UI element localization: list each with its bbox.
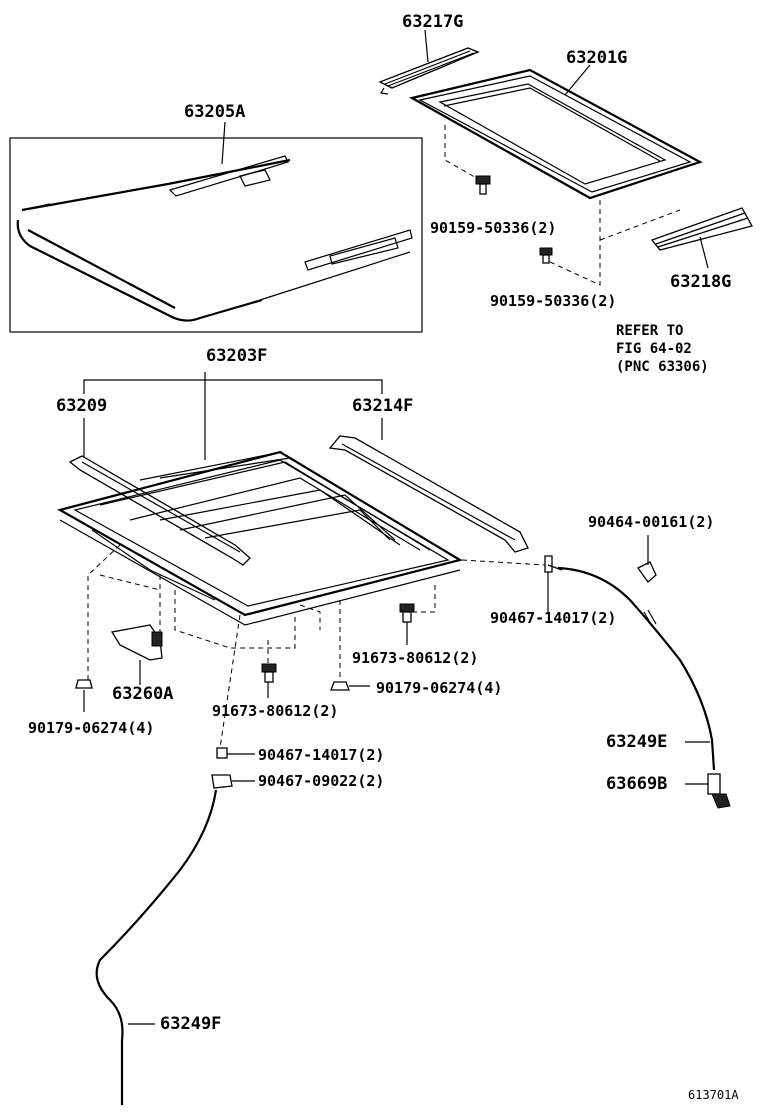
label-91673-right: 91673-80612(2) xyxy=(352,649,479,667)
label-63201g: 63201G xyxy=(566,48,628,68)
wind-deflector-63209 xyxy=(68,455,251,566)
label-63217g: 63217G xyxy=(402,12,464,32)
lead-line xyxy=(549,240,601,286)
refer-note-line1: REFER TO xyxy=(616,323,684,339)
refer-note: REFER TO FIG 64-02 (PNC 63306) xyxy=(616,322,709,376)
assembly-box-63205a xyxy=(9,137,423,333)
lead-line xyxy=(99,574,161,591)
nut-90179-left xyxy=(75,679,93,712)
label-63205a: 63205A xyxy=(184,102,246,122)
lead-line xyxy=(174,590,296,649)
drain-fitting-63669b xyxy=(685,773,731,809)
label-90179-right: 90179-06274(4) xyxy=(376,679,503,697)
label-90159-upper: 90159-50336(2) xyxy=(430,219,557,237)
clamp-90467-right xyxy=(544,555,553,612)
clamp-90467-09022 xyxy=(211,774,255,789)
lead-line xyxy=(444,125,481,181)
label-63214f: 63214F xyxy=(352,396,414,416)
clamp-90467-14017-left xyxy=(216,747,255,759)
label-63260a: 63260A xyxy=(112,684,174,704)
label-90467-right: 90467-14017(2) xyxy=(490,609,617,627)
trim-strip-63217g xyxy=(378,29,480,95)
bolt-90159-upper xyxy=(475,175,491,195)
label-63218g: 63218G xyxy=(670,272,732,292)
lead-line xyxy=(219,614,241,749)
sunroof-housing-63203f xyxy=(57,450,463,626)
label-90179-left: 90179-06274(4) xyxy=(28,719,155,737)
drive-cable-assembly-63205a xyxy=(16,121,413,322)
trim-strip-63218g xyxy=(650,207,753,269)
lead-line xyxy=(410,585,436,613)
label-90159-lower: 90159-50336(2) xyxy=(490,292,617,310)
figure-id: 613701A xyxy=(688,1088,739,1102)
nut-90179-right xyxy=(330,681,370,691)
bolt-90159-lower xyxy=(539,247,553,264)
screw-91673-right xyxy=(399,603,415,645)
lead-line xyxy=(461,559,546,566)
sunroof-motor-63260a xyxy=(110,624,163,685)
lead-line xyxy=(87,544,121,680)
label-63249f: 63249F xyxy=(160,1014,222,1034)
clip-90464 xyxy=(637,535,657,583)
refer-note-line3: (PNC 63306) xyxy=(616,359,709,375)
lead-line xyxy=(299,604,321,630)
label-90467-09022: 90467-09022(2) xyxy=(258,772,385,790)
label-90464: 90464-00161(2) xyxy=(588,513,715,531)
label-63669b: 63669B xyxy=(606,774,668,794)
leader-bracket-63203f xyxy=(83,372,383,460)
label-90467-14017-left: 90467-14017(2) xyxy=(258,746,385,764)
drain-hose-63249e xyxy=(547,564,716,771)
refer-note-line2: FIG 64-02 xyxy=(616,341,692,357)
label-63209: 63209 xyxy=(56,396,108,416)
side-rail-63214f xyxy=(328,435,529,553)
label-63203f: 63203F xyxy=(206,346,268,366)
label-91673-left: 91673-80612(2) xyxy=(212,702,339,720)
glass-panel-63201g xyxy=(409,64,703,200)
drain-hose-63249f xyxy=(95,789,218,1105)
screw-91673-left xyxy=(261,663,277,698)
label-63249e: 63249E xyxy=(606,732,668,752)
